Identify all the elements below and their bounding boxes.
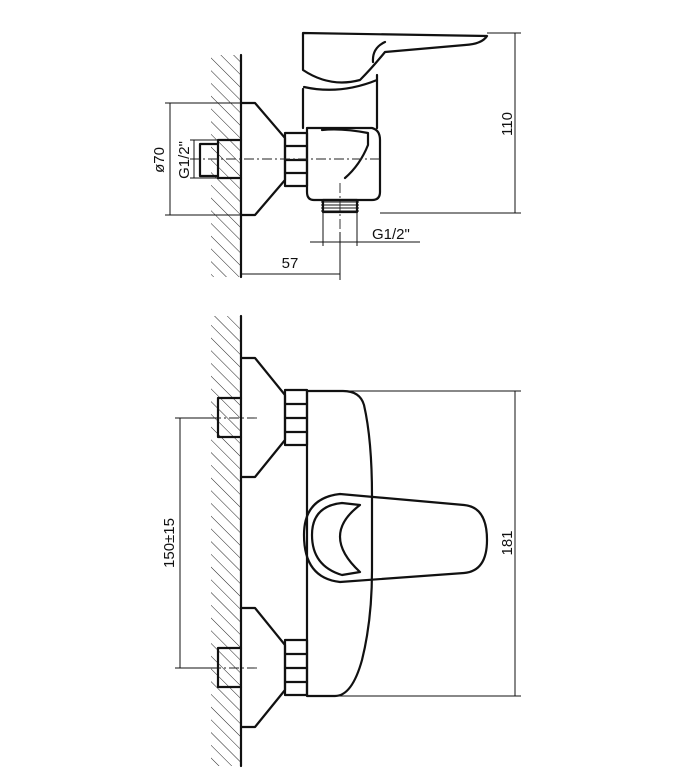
height-181-label: 181 xyxy=(499,530,516,555)
side-view: ø70 G1/2" 110 G1/2" 57 xyxy=(151,31,521,280)
outlet-thread-label: G1/2" xyxy=(372,226,410,243)
dimension-diameter xyxy=(165,102,241,216)
depth-57-label: 57 xyxy=(282,255,299,272)
diameter-label: ø70 xyxy=(151,147,168,173)
mixer-body-front xyxy=(305,389,374,698)
dimension-outlet-thread xyxy=(310,212,420,246)
front-view: 150±15 181 xyxy=(161,314,521,768)
hex-nut-top xyxy=(283,131,309,188)
mixer-handle-side xyxy=(301,31,489,84)
wall-hatching-top xyxy=(211,55,241,277)
dimension-height-110 xyxy=(380,32,521,214)
dimension-height-181 xyxy=(335,390,521,697)
dimension-inlet-thread xyxy=(190,139,218,179)
mixer-body-side xyxy=(305,126,382,202)
dimension-depth-57 xyxy=(241,232,341,280)
mixer-handle-front xyxy=(302,492,489,584)
inlet-thread-label: G1/2" xyxy=(176,141,193,179)
wall-hatching-front xyxy=(211,316,241,766)
dimension-center-distance xyxy=(175,417,218,669)
height-110-label: 110 xyxy=(499,112,516,136)
center-distance-label: 150±15 xyxy=(161,518,178,568)
